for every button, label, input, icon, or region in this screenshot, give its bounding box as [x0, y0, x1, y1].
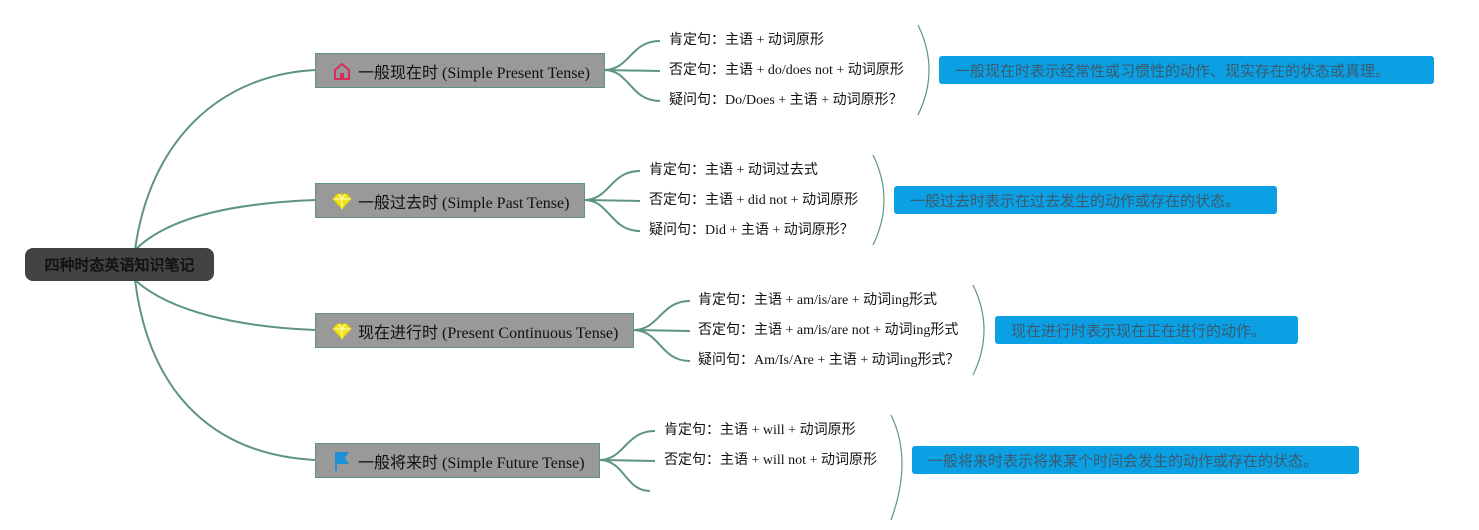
- leaf-affirmative[interactable]: 肯定句：主语 + 动词过去式: [649, 163, 818, 178]
- branch-simple-present[interactable]: 一般现在时 (Simple Present Tense): [315, 53, 605, 88]
- branch-present-continuous[interactable]: 现在进行时 (Present Continuous Tense): [315, 313, 634, 348]
- branch-title: 一般现在时 (Simple Present Tense): [358, 64, 590, 82]
- flag-icon: [332, 451, 352, 471]
- leaf-affirmative[interactable]: 肯定句：主语 + am/is/are + 动词ing形式: [698, 293, 937, 308]
- root-connector: [134, 69, 316, 251]
- root-title: 四种时态英语知识笔记: [44, 256, 195, 274]
- branch-simple-past[interactable]: 一般过去时 (Simple Past Tense): [315, 183, 585, 218]
- home-icon: [332, 61, 352, 81]
- branch-title: 现在进行时 (Present Continuous Tense): [358, 324, 619, 342]
- diamond-icon: [332, 321, 352, 341]
- brace-arcs: [872, 24, 985, 521]
- leaf-negative[interactable]: 否定句：主语 + am/is/are not + 动词ing形式: [698, 323, 959, 338]
- leaf-affirmative[interactable]: 肯定句：主语 + will + 动词原形: [664, 423, 856, 438]
- leaf-connectors: [583, 40, 691, 492]
- summary-box[interactable]: 一般将来时表示将来某个时间会发生的动作或存在的状态。: [912, 446, 1359, 474]
- summary-box[interactable]: 一般过去时表示在过去发生的动作或存在的状态。: [894, 186, 1277, 214]
- leaf-negative[interactable]: 否定句：主语 + did not + 动词原形: [649, 193, 859, 208]
- leaf-question[interactable]: 疑问句：Do/Does + 主语 + 动词原形？: [669, 93, 903, 108]
- leaf-question[interactable]: 疑问句：Did + 主语 + 动词原形？: [649, 223, 854, 238]
- diamond-icon: [332, 191, 352, 211]
- root-connector: [134, 279, 316, 461]
- summary-box[interactable]: 现在进行时表示现在正在进行的动作。: [995, 316, 1298, 344]
- root-node[interactable]: 四种时态英语知识笔记: [25, 248, 214, 281]
- branch-simple-future[interactable]: 一般将来时 (Simple Future Tense): [315, 443, 600, 478]
- branch-title: 一般将来时 (Simple Future Tense): [358, 454, 585, 472]
- leaf-negative[interactable]: 否定句：主语 + will not + 动词原形: [664, 453, 877, 468]
- summary-box[interactable]: 一般现在时表示经常性或习惯性的动作、现实存在的状态或真理。: [939, 56, 1434, 84]
- root-connector: [134, 199, 316, 251]
- branch-title: 一般过去时 (Simple Past Tense): [358, 194, 570, 212]
- leaf-question[interactable]: 疑问句：Am/Is/Are + 主语 + 动词ing形式？: [698, 353, 960, 368]
- leaf-negative[interactable]: 否定句：主语 + do/does not + 动词原形: [669, 63, 904, 78]
- leaf-affirmative[interactable]: 肯定句：主语 + 动词原形: [669, 33, 824, 48]
- root-connector: [134, 279, 316, 331]
